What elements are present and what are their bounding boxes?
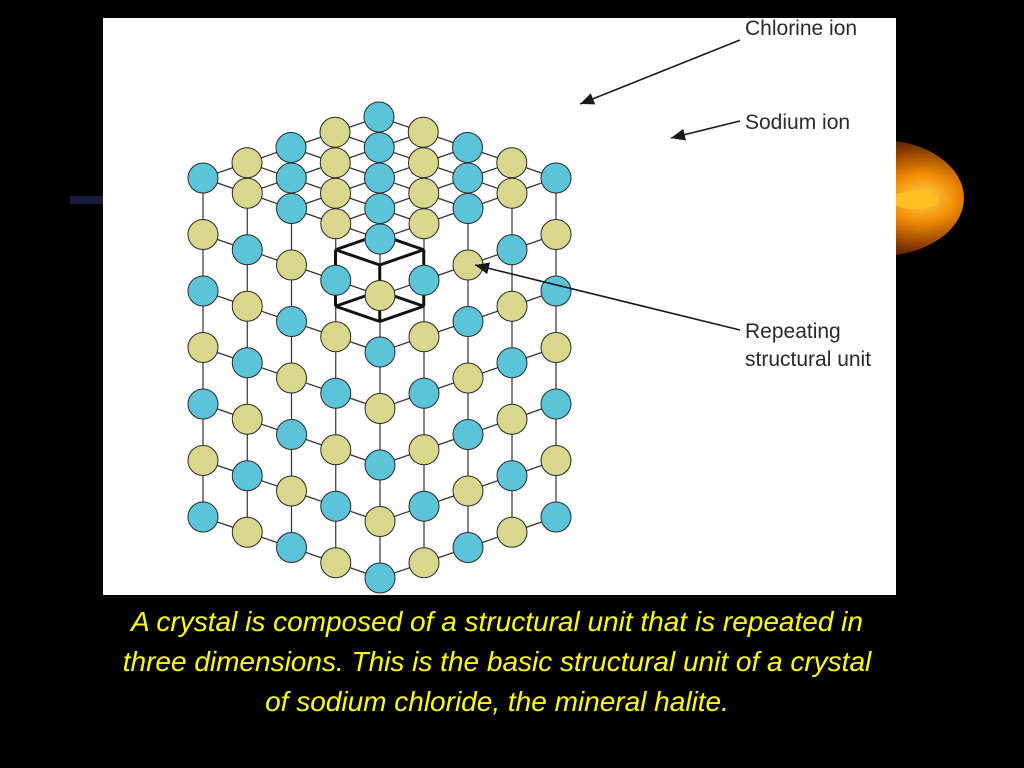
sodium-ion	[320, 547, 352, 579]
repeating-unit-label-line2: structural unit	[745, 348, 872, 371]
chlorine-ion	[452, 532, 484, 563]
chlorine-arrow-head	[580, 93, 596, 105]
chlorine-ion	[452, 193, 484, 224]
chlorine-ion	[276, 306, 307, 337]
sodium-ion	[496, 290, 528, 322]
chlorine-ion	[320, 490, 352, 522]
structural-unit-edge	[379, 248, 425, 267]
chlorine-ion	[364, 336, 396, 368]
chlorine-ion	[276, 193, 307, 224]
chlorine-ion	[364, 162, 395, 194]
chlorine-ion	[540, 388, 572, 420]
chlorine-ion	[408, 490, 440, 522]
sodium-ion	[320, 208, 352, 240]
sodium-ion	[407, 116, 439, 148]
chlorine-ion	[276, 419, 307, 450]
chlorine-ion	[320, 264, 352, 296]
sodium-ion	[364, 506, 396, 537]
sodium-ion	[408, 547, 440, 579]
sodium-ion	[320, 321, 352, 353]
chlorine-ion	[363, 101, 395, 133]
chlorine-ion	[231, 347, 263, 379]
chlorine-ion	[363, 132, 395, 163]
sodium-ion	[231, 403, 263, 435]
chlorine-ion-label: Chlorine ion	[745, 18, 858, 40]
glow-streak	[70, 196, 110, 204]
sodium-ion-label: Sodium ion	[745, 111, 851, 134]
label-arrows	[474, 39, 741, 331]
sodium-ion	[320, 177, 351, 209]
repeating-unit-arrow-head	[475, 262, 491, 275]
sodium-ion	[496, 177, 528, 209]
crystal-lattice-diagram	[187, 39, 741, 594]
chlorine-ion	[231, 234, 263, 266]
sodium-ion	[408, 434, 440, 466]
sodium-ion	[496, 403, 528, 435]
sodium-ion	[452, 362, 484, 394]
sodium-ion	[187, 445, 219, 476]
sodium-ion	[231, 147, 263, 179]
structural-unit-edge	[335, 248, 381, 267]
chlorine-ion	[408, 264, 440, 296]
repeating-unit-label-line1: Repeating	[745, 320, 841, 343]
sodium-ion	[496, 516, 528, 548]
repeating-unit-arrow	[474, 264, 741, 331]
sodium-ion	[540, 219, 572, 250]
chlorine-ion	[408, 377, 440, 409]
chlorine-ion	[275, 132, 307, 163]
chlorine-ion	[187, 162, 219, 194]
sodium-ion	[231, 177, 263, 209]
chlorine-ion	[452, 132, 483, 163]
sodium-ion	[540, 332, 572, 363]
sodium-ion	[231, 516, 263, 548]
sodium-ion	[364, 393, 396, 424]
chlorine-ion	[364, 562, 396, 594]
chlorine-ion	[364, 223, 396, 255]
chlorine-ion	[540, 501, 572, 533]
chlorine-arrow	[579, 39, 741, 105]
chlorine-ion	[187, 388, 219, 420]
chlorine-ion	[452, 162, 484, 194]
chlorine-ion	[364, 193, 396, 224]
chlorine-ion	[496, 234, 528, 266]
caption: A crystal is composed of a structural un…	[122, 606, 872, 717]
sodium-ion	[276, 249, 307, 281]
chlorine-ion	[320, 377, 352, 409]
structural-unit-edge	[335, 304, 381, 323]
sodium-arrow-head	[671, 128, 687, 141]
chlorine-ion	[364, 449, 396, 481]
sodium-ion	[319, 147, 351, 179]
sodium-ion	[496, 147, 528, 179]
chlorine-ion	[452, 306, 484, 337]
lattice-ions	[187, 101, 572, 594]
structural-unit-edge	[379, 304, 425, 323]
chlorine-ion	[540, 275, 572, 307]
sodium-ion	[364, 280, 396, 311]
sodium-ion	[408, 147, 439, 179]
chlorine-ion	[496, 347, 528, 379]
sodium-ion	[231, 290, 263, 322]
sodium-ion	[276, 475, 307, 507]
sodium-ion	[452, 475, 484, 507]
figure-panel: Chlorine ion Sodium ion Repeating struct…	[103, 18, 896, 595]
chlorine-ion	[275, 162, 307, 194]
glow-core	[891, 191, 939, 209]
sodium-ion	[408, 321, 440, 353]
sodium-ion	[187, 332, 219, 363]
sodium-ion	[320, 434, 352, 466]
chlorine-ion	[540, 162, 572, 194]
chlorine-ion	[187, 275, 219, 307]
chlorine-ion	[276, 532, 307, 563]
sodium-ion	[319, 116, 351, 148]
sodium-ion	[276, 362, 307, 394]
chlorine-ion	[187, 501, 219, 533]
sodium-ion	[408, 177, 440, 209]
chlorine-ion	[231, 460, 263, 492]
sodium-ion	[408, 208, 440, 240]
sodium-ion	[540, 445, 572, 476]
chlorine-ion	[496, 460, 528, 492]
sodium-ion	[187, 219, 219, 250]
chlorine-ion	[452, 419, 484, 450]
